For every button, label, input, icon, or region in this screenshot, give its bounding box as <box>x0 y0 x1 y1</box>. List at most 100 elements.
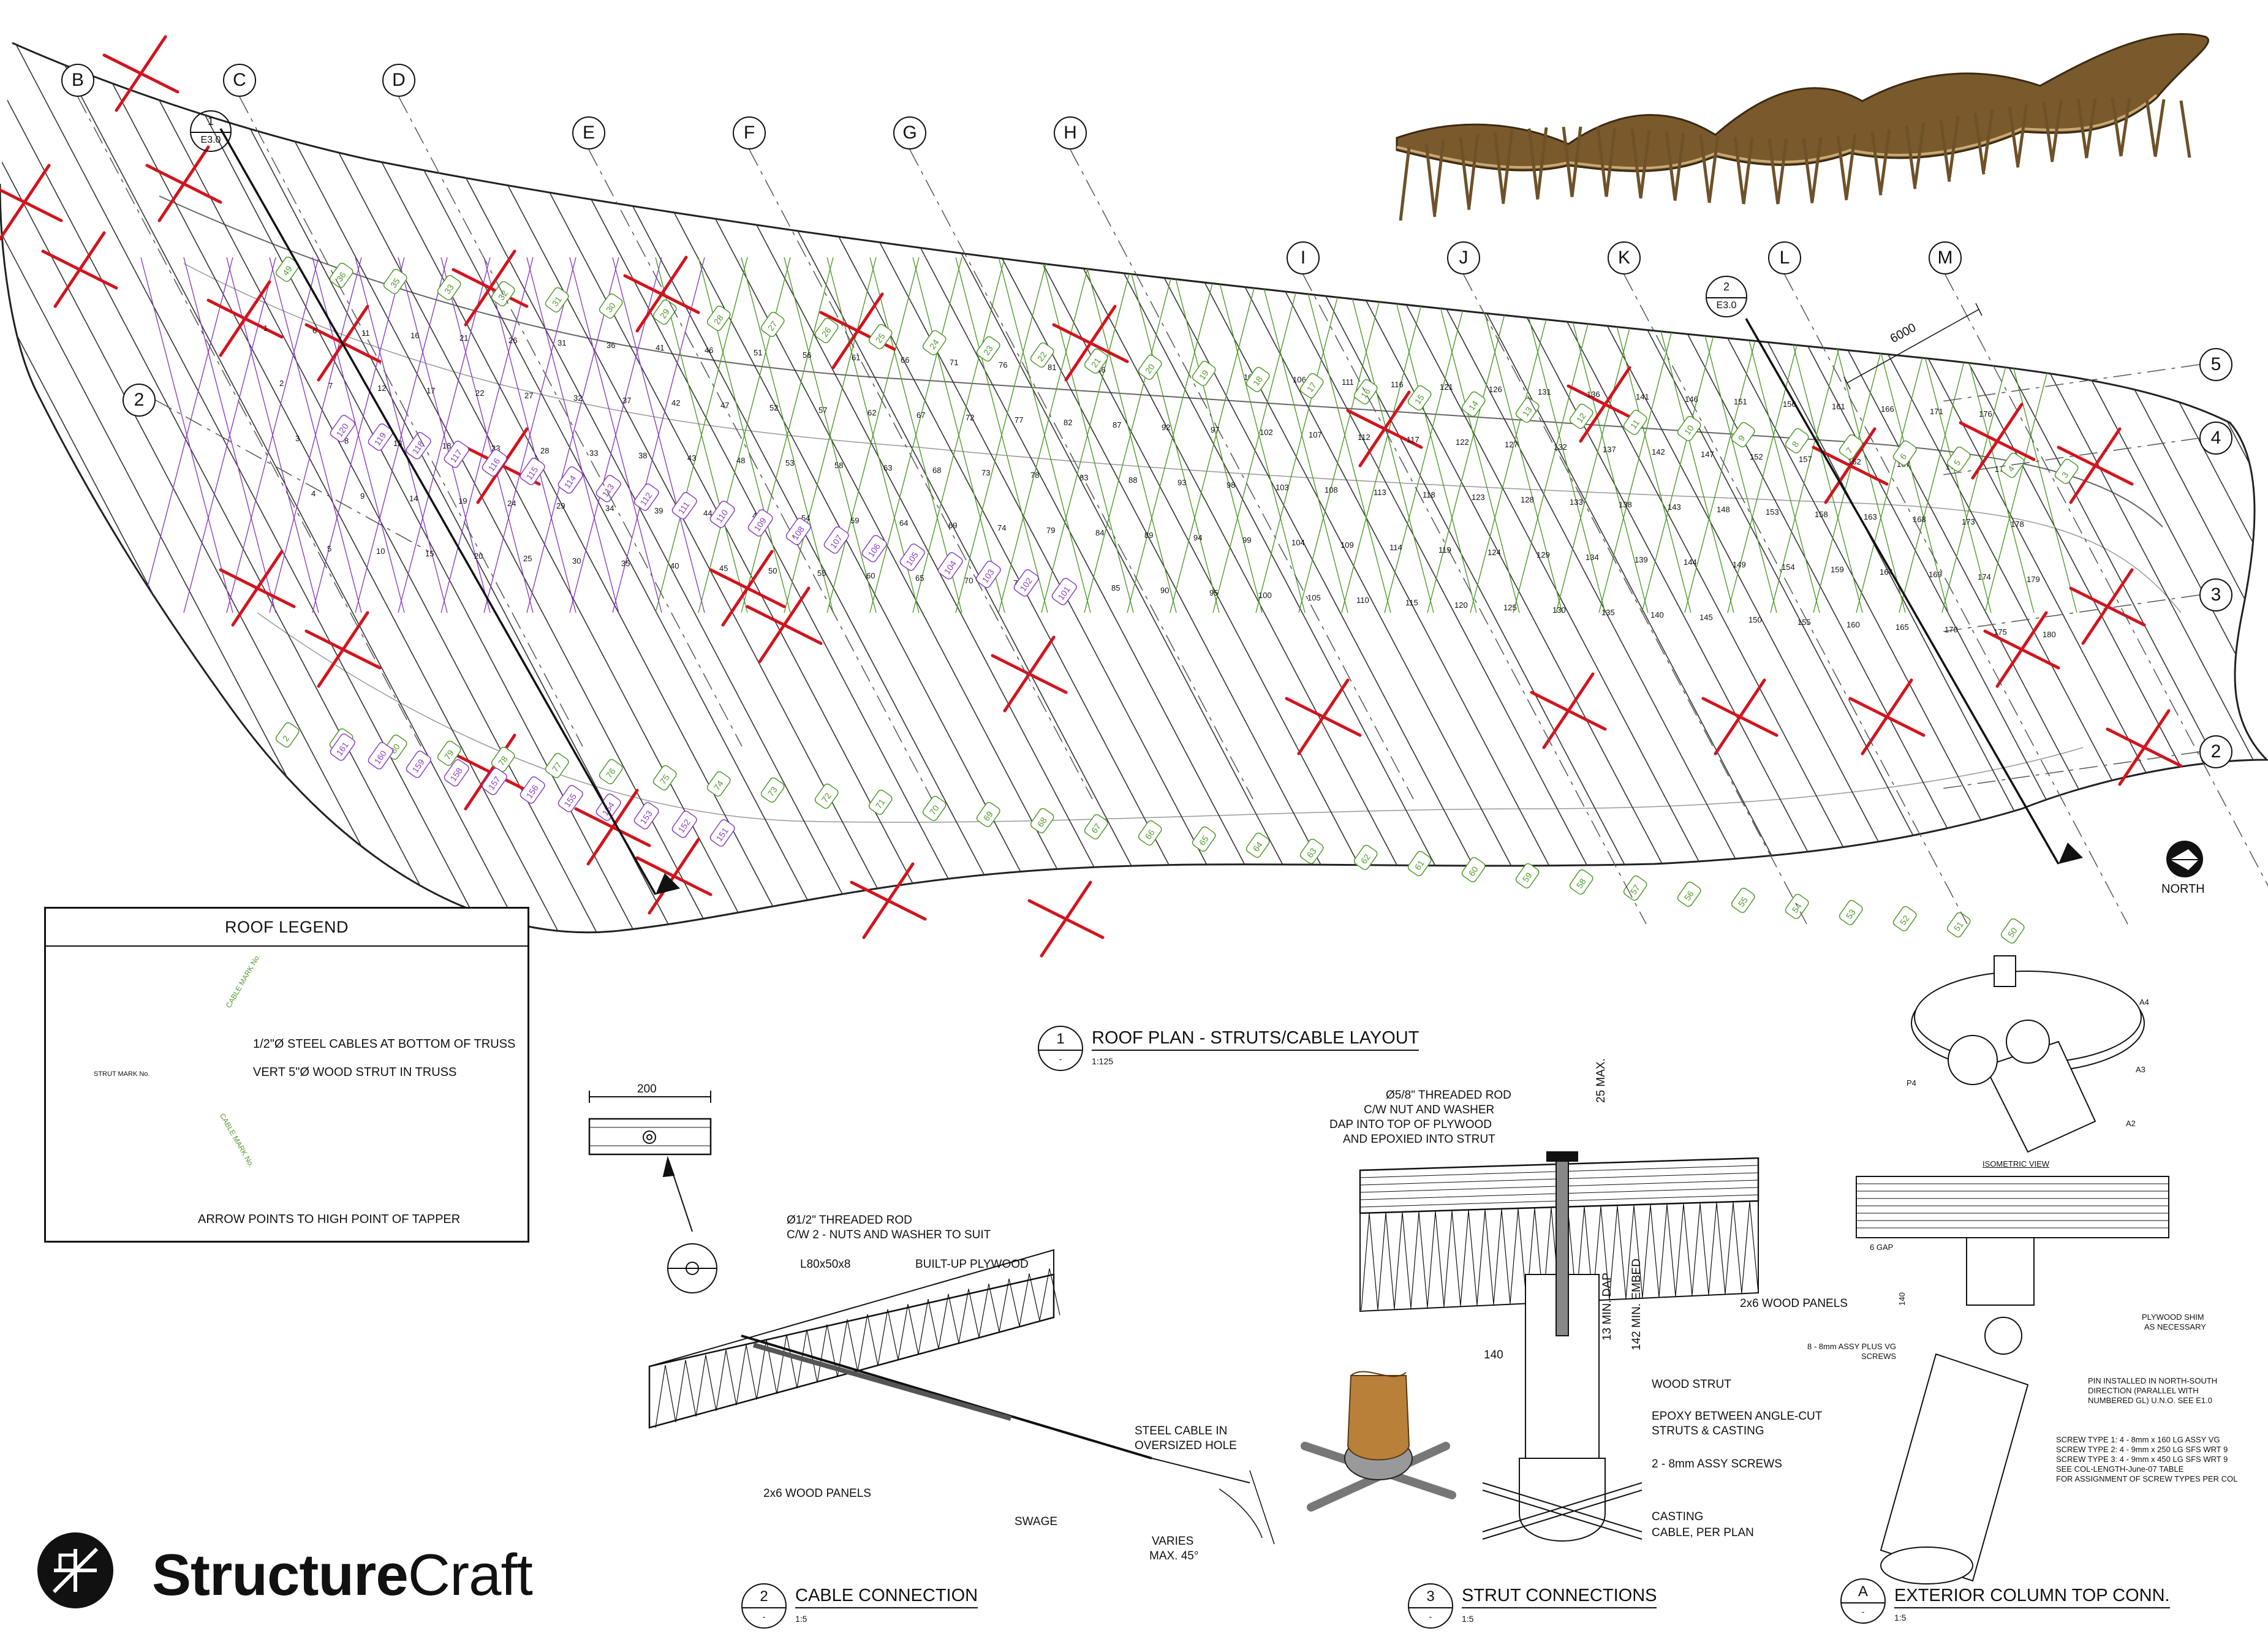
cc-note-oversized-hole: OVERSIZED HOLE <box>1135 1439 1237 1452</box>
cable-tag-purple <box>1051 578 1077 605</box>
cable-tag-green <box>1407 850 1432 877</box>
grid-bubble-5[interactable]: 5 <box>2199 348 2232 381</box>
strut-mark: 112 <box>1358 433 1370 442</box>
grid-bubble-3[interactable]: 3 <box>2199 578 2232 611</box>
cable-tag-green <box>1084 348 1108 374</box>
grid-bubble-e[interactable]: E <box>572 116 605 150</box>
strut-mark: 109 <box>1340 540 1354 550</box>
strut-mark: 51 <box>754 348 762 357</box>
section-marker-2-num: 2 <box>1723 281 1729 293</box>
strut-mark: 117 <box>1407 435 1419 444</box>
strut-mark: 146 <box>1685 395 1698 404</box>
strut-mark: 72 <box>966 413 974 422</box>
strut-mark: 131 <box>1538 387 1551 396</box>
grid-bubble-2-left[interactable]: 2 <box>123 384 156 417</box>
section-cut-lines <box>219 128 2060 895</box>
strut-mark: 110 <box>1356 596 1369 605</box>
strut-mark: 44 <box>703 509 712 518</box>
grid-bubble-k[interactable]: K <box>1608 241 1641 274</box>
sc-dim-25-max: 25 MAX. <box>1595 1058 1608 1103</box>
strut-mark: 38 <box>638 451 647 460</box>
cable-tag-purple <box>861 535 887 562</box>
strut-mark: 154 <box>1782 562 1795 572</box>
grid-bubble-j[interactable]: J <box>1447 241 1480 274</box>
grid-bubble-l[interactable]: L <box>1768 241 1801 274</box>
grid-bubble-c[interactable]: C <box>223 64 256 97</box>
section-marker-2[interactable]: 2 E3.0 <box>1706 276 1747 317</box>
section-marker-1-num: 1 <box>207 115 214 127</box>
strut-mark: 25 <box>523 554 532 563</box>
col-note-pin-2: DIRECTION (PARALLEL WITH <box>2088 1386 2199 1395</box>
strut-mark: 66 <box>901 355 909 365</box>
grid-bubble-2-right[interactable]: 2 <box>2199 735 2232 768</box>
col-note-shim-1: PLYWOOD SHIM <box>2142 1312 2204 1322</box>
strut-mark: 7 <box>328 381 333 390</box>
strut-mark: 28 <box>540 446 549 455</box>
strut-mark: 137 <box>1603 445 1616 454</box>
cc-note-steel-cable: STEEL CABLE IN <box>1135 1425 1228 1437</box>
grid-bubble-b[interactable]: B <box>61 64 94 97</box>
cable-tag-purple <box>444 441 469 468</box>
strut-mark: 76 <box>999 360 1007 369</box>
section-marker-1[interactable]: 1 E3.0 <box>190 110 232 152</box>
strut-mark: 111 <box>1342 377 1354 387</box>
exterior-column-detail <box>1856 955 2169 1585</box>
cable-tag-green <box>1030 342 1054 368</box>
legend-item-cables: 1/2"Ø STEEL CABLES AT BOTTOM OF TRUSS <box>253 1037 516 1051</box>
strut-mark: 136 <box>1587 390 1600 399</box>
col-note-assignment: FOR ASSIGNMENT OF SCREW TYPES PER COL <box>2056 1474 2238 1483</box>
cable-tag-purple <box>823 526 849 554</box>
grid-bubble-i[interactable]: I <box>1287 241 1320 274</box>
strut-mark: 35 <box>621 559 630 568</box>
strut-mark: 114 <box>1389 543 1402 552</box>
grid-bubble-h[interactable]: H <box>1054 116 1087 150</box>
grid-bubble-4[interactable]: 4 <box>2199 422 2232 455</box>
grid-bubble-d[interactable]: D <box>382 64 415 97</box>
cable-tag-purple <box>633 483 659 511</box>
sc-note-casting: CASTING <box>1652 1510 1704 1523</box>
strut-mark: 36 <box>607 341 615 350</box>
view-2-number-bubble: 2 - <box>741 1583 787 1629</box>
cable-tag-green <box>1839 899 1863 926</box>
col-tag-a3: A3 <box>2136 1065 2145 1074</box>
grid-bubble-f[interactable]: F <box>733 116 766 150</box>
cable-tag-green <box>1299 838 1324 865</box>
strut-mark: 120 <box>1454 600 1468 610</box>
view-a-sheet: - <box>1861 1607 1865 1616</box>
strut-mark: 132 <box>1554 442 1567 452</box>
strut-mark: 22 <box>475 388 484 398</box>
strut-mark: 98 <box>1227 480 1235 490</box>
sc-note-epoxy: EPOXY BETWEEN ANGLE-CUT <box>1652 1410 1823 1423</box>
red-strut-8-b <box>831 292 884 369</box>
strut-mark: 58 <box>834 461 843 470</box>
cable-tag-purple <box>899 543 925 571</box>
cc-note-nuts-washer: C/W 2 - NUTS AND WASHER TO SUIT <box>787 1229 991 1241</box>
strut-mark: 175 <box>1994 627 2007 637</box>
structurecraft-logo: StructureCraft <box>36 1531 538 1616</box>
cable-tag-green <box>1677 881 1701 907</box>
strut-mark: 43 <box>687 453 696 463</box>
strut-mark: 17 <box>426 386 435 395</box>
cable-tag-green <box>976 336 1000 362</box>
strut-mark: 161 <box>1832 402 1845 411</box>
strut-mark: 64 <box>899 518 908 528</box>
cable-tag-green <box>599 759 623 785</box>
cable-tag-green <box>652 299 677 325</box>
strut-mark: 153 <box>1766 507 1779 517</box>
grid-bubble-m[interactable]: M <box>1929 241 1962 274</box>
legend-item-strut: VERT 5"Ø WOOD STRUT IN TRUSS <box>253 1066 457 1079</box>
strut-mark: 8 <box>344 436 349 445</box>
strut-mark: 115 <box>1405 598 1418 607</box>
grid-bubble-g[interactable]: G <box>893 116 926 150</box>
cable-tag-green <box>1731 422 1755 448</box>
strut-mark: 105 <box>1307 593 1321 602</box>
red-strut-11-b <box>1579 366 1631 443</box>
view-a-scale: 1:5 <box>1894 1613 1907 1622</box>
strut-mark: 14 <box>409 494 418 503</box>
col-note-140: 140 <box>1897 1292 1907 1306</box>
strut-mark: 157 <box>1799 455 1812 464</box>
view-3-number-bubble: 3 - <box>1408 1583 1453 1629</box>
strut-mark: 41 <box>656 343 664 352</box>
col-note-screws-2: SCREWS <box>1861 1352 1897 1361</box>
